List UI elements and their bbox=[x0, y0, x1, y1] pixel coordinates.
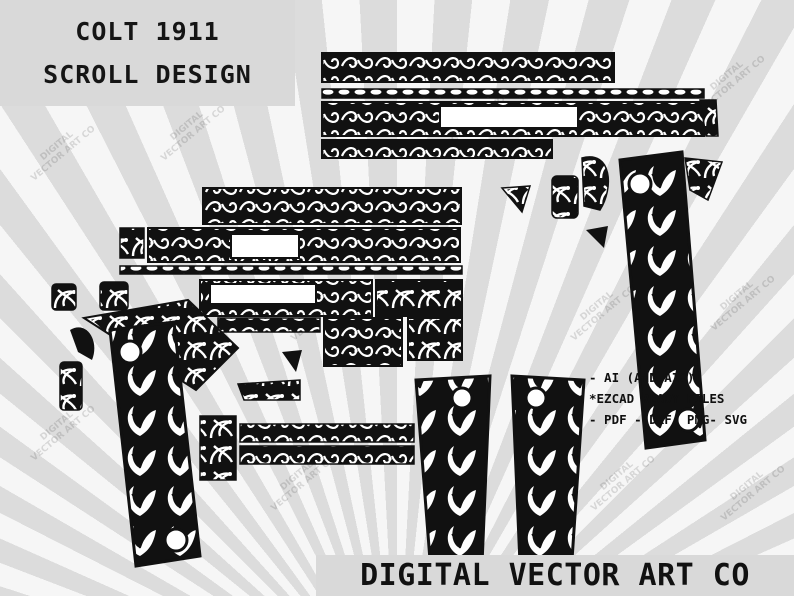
lower-grip-left bbox=[81, 298, 240, 568]
upper-small-parts bbox=[500, 156, 610, 248]
brand-panel: DIGITAL VECTOR ART CO bbox=[316, 555, 794, 596]
brand-name: DIGITAL VECTOR ART CO bbox=[360, 558, 750, 593]
lower-grips-pair bbox=[414, 374, 586, 566]
format-item: *EZCAD READY FILES bbox=[589, 391, 725, 406]
format-item: - PDF - DXF- PNG- SVG bbox=[589, 412, 748, 427]
title-line-design: SCROLL DESIGN bbox=[43, 60, 252, 89]
left-small-parts bbox=[51, 281, 415, 481]
title-line-model: COLT 1911 bbox=[75, 17, 220, 46]
upper-slide-group bbox=[321, 52, 719, 159]
upper-grip bbox=[618, 150, 724, 450]
file-formats-list: - AI (AND AI8) *EZCAD READY FILES - PDF … bbox=[589, 370, 747, 427]
format-item: - AI (AND AI8) bbox=[589, 370, 695, 385]
title-panel: COLT 1911 SCROLL DESIGN bbox=[0, 0, 295, 106]
lower-slide-group bbox=[119, 187, 463, 367]
